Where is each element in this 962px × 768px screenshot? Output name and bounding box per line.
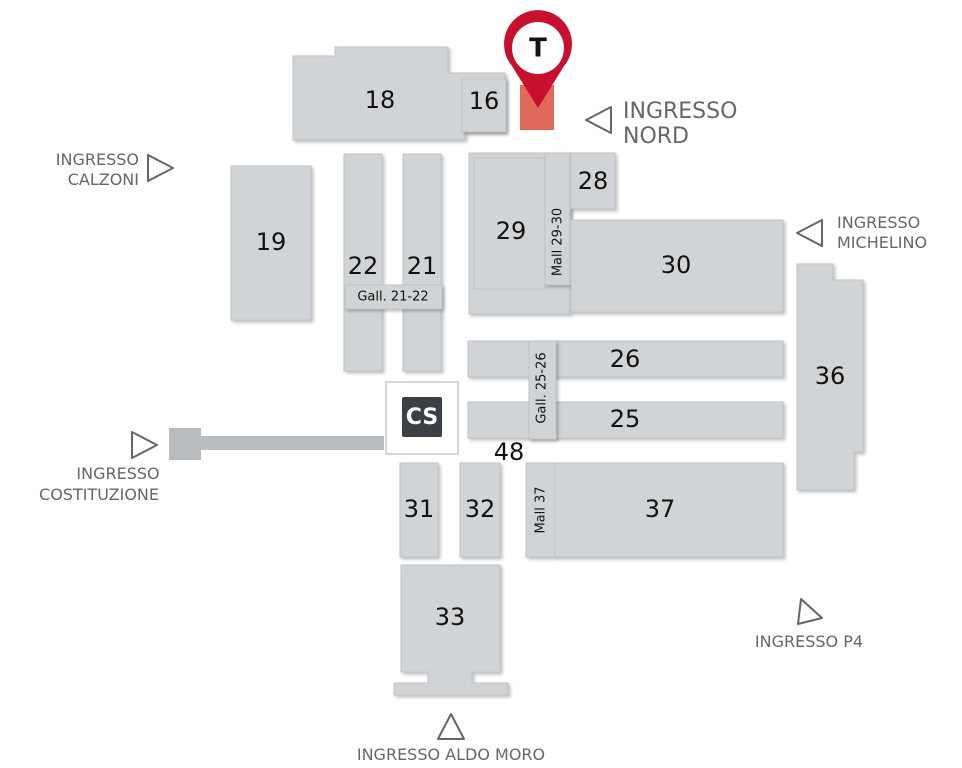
- entrance-nord[interactable]: INGRESSO NORD: [585, 99, 737, 149]
- cs-label: CS: [406, 405, 438, 430]
- entrance-aldo-moro-label: INGRESSO ALDO MORO: [357, 745, 545, 764]
- hall-25[interactable]: 25: [467, 401, 784, 439]
- mall-29-30-label: Mall 29-30: [551, 208, 566, 276]
- entrance-costituzione[interactable]: INGRESSO COSTITUZIONE: [39, 431, 160, 504]
- hall-21-label: 21: [407, 252, 438, 280]
- mall-37[interactable]: Mall 37: [525, 462, 556, 558]
- hall-16[interactable]: 16: [461, 78, 507, 133]
- costituzione-walkway: [169, 428, 384, 460]
- gallery-21-22-label: Gall. 21-22: [357, 290, 428, 305]
- hall-21[interactable]: 21: [402, 153, 442, 372]
- entrance-costituzione-line2: COSTITUZIONE: [39, 485, 159, 504]
- entrance-calzoni-line1: INGRESSO: [56, 150, 139, 169]
- hall-31[interactable]: 31: [399, 462, 439, 558]
- cs-box: [402, 397, 442, 437]
- entrance-p4[interactable]: INGRESSO P4: [755, 598, 863, 651]
- hall-26[interactable]: 26: [467, 340, 784, 378]
- entrance-michelino-line2: MICHELINO: [837, 233, 927, 252]
- entrance-nord-line1: INGRESSO: [623, 99, 737, 124]
- gallery-25-26[interactable]: Gall. 25-26: [528, 340, 557, 440]
- hall-22-label: 22: [348, 252, 379, 280]
- hall-18[interactable]: 18: [292, 46, 506, 141]
- hall-37-label: 37: [645, 495, 676, 523]
- entrance-michelino-line1: INGRESSO: [837, 213, 920, 232]
- marker-t-label: T: [529, 34, 547, 64]
- hall-30[interactable]: 30: [570, 219, 784, 313]
- hall-36[interactable]: 36: [796, 263, 864, 491]
- hall-26-label: 26: [610, 345, 641, 373]
- hall-29-label: 29: [496, 217, 527, 245]
- hall-33[interactable]: 33: [393, 564, 509, 696]
- hall-36-label: 36: [815, 362, 846, 390]
- marker-t-icon[interactable]: T: [504, 10, 573, 130]
- entrance-costituzione-line1: INGRESSO: [76, 464, 159, 483]
- cs-area[interactable]: CS: [385, 381, 459, 455]
- entrance-calzoni-line2: CALZONI: [68, 170, 139, 189]
- entrance-costituzione-icon: [131, 431, 158, 459]
- entrance-nord-icon: [585, 106, 612, 134]
- hall-28-label: 28: [578, 167, 609, 195]
- cs-frame: [385, 381, 459, 455]
- gallery-21-22[interactable]: Gall. 21-22: [344, 284, 443, 310]
- entrance-aldo-moro[interactable]: INGRESSO ALDO MORO: [357, 713, 545, 764]
- hall-18-label: 18: [365, 86, 396, 114]
- hall-48-label: 48: [494, 438, 525, 466]
- hall-22[interactable]: 22: [343, 153, 383, 372]
- gallery-25-26-label: Gall. 25-26: [535, 352, 550, 423]
- hall-19-label: 19: [256, 228, 287, 256]
- entrance-michelino-icon: [796, 219, 823, 247]
- hall-30-label: 30: [661, 251, 692, 279]
- hall-37[interactable]: 37: [554, 462, 784, 558]
- mall-37-label: Mall 37: [534, 486, 549, 533]
- entrance-p4-icon: [797, 598, 823, 625]
- hall-32-label: 32: [465, 495, 496, 523]
- hall-32[interactable]: 32: [459, 462, 501, 558]
- mall-29-30[interactable]: Mall 29-30: [544, 152, 571, 286]
- entrance-nord-line2: NORD: [623, 124, 689, 149]
- hall-28[interactable]: 28: [570, 152, 616, 210]
- hall-16-label: 16: [469, 87, 500, 115]
- hall-19[interactable]: 19: [230, 165, 312, 321]
- hall-31-label: 31: [404, 495, 435, 523]
- entrance-p4-label: INGRESSO P4: [755, 632, 863, 651]
- entrance-calzoni[interactable]: INGRESSO CALZONI: [56, 150, 174, 189]
- entrance-calzoni-icon: [147, 154, 174, 182]
- entrance-michelino[interactable]: INGRESSO MICHELINO: [796, 213, 927, 252]
- entrance-aldo-moro-icon: [437, 713, 465, 740]
- hall-25-label: 25: [610, 405, 641, 433]
- hall-33-label: 33: [435, 603, 466, 631]
